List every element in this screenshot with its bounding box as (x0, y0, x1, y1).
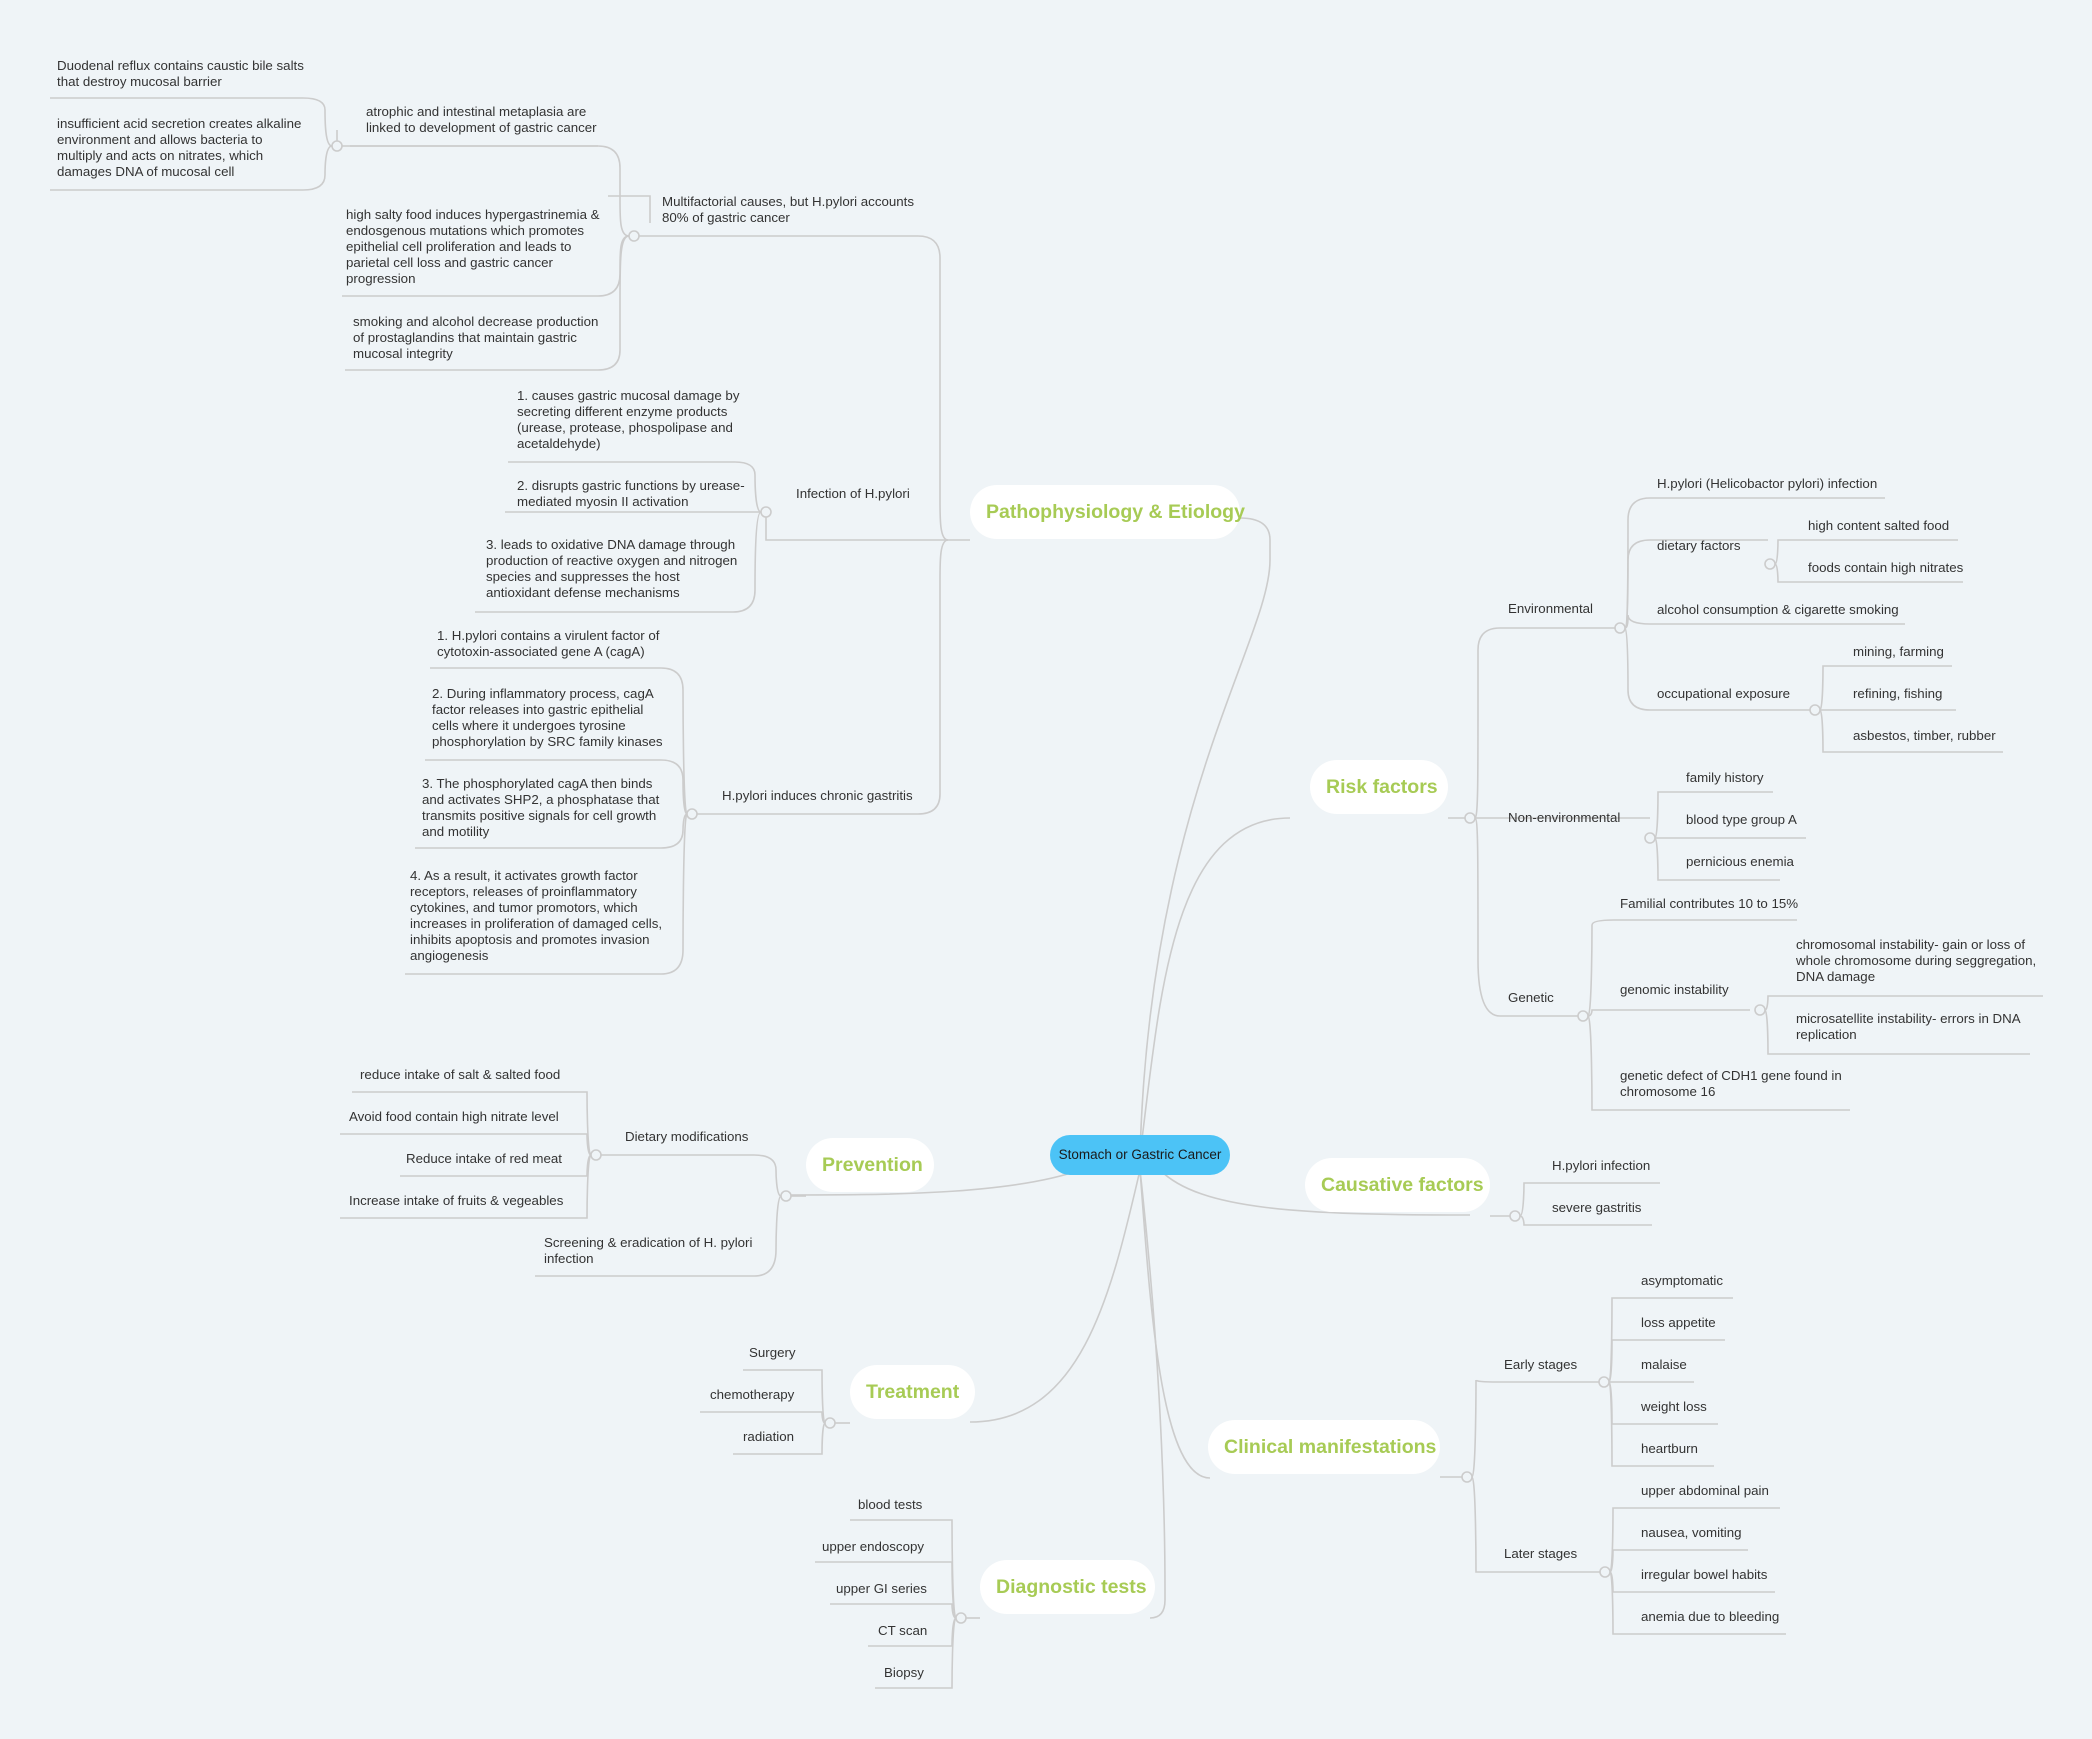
category-treatment[interactable]: Treatment (850, 1365, 975, 1419)
node-refining-fishing[interactable]: refining, fishing (1853, 686, 1943, 701)
node-multifactorial[interactable]: Multifactorial causes, but H.pylori acco… (662, 194, 915, 225)
node-infection-2[interactable]: 2. disrupts gastric functions by urease-… (517, 478, 745, 509)
category-prevention[interactable]: Prevention (806, 1138, 934, 1192)
node-nausea[interactable]: nausea, vomiting (1641, 1525, 1742, 1540)
category-clinical-manifestations[interactable]: Clinical manifestations (1208, 1420, 1440, 1474)
node-later-stages[interactable]: Later stages (1504, 1546, 1578, 1561)
node-family-history[interactable]: family history (1686, 770, 1764, 785)
node-increase-fruits[interactable]: Increase intake of fruits & vegeables (349, 1193, 564, 1208)
node-heartburn[interactable]: heartburn (1641, 1441, 1698, 1456)
node-atrophic-metaplasia[interactable]: atrophic and intestinal metaplasia are l… (366, 104, 597, 135)
node-severe-gastritis[interactable]: severe gastritis (1552, 1200, 1642, 1215)
node-screening[interactable]: Screening & eradication of H. pylori inf… (544, 1235, 753, 1266)
link-central-diagnostic (1139, 1169, 1166, 1619)
node-genetic[interactable]: Genetic (1508, 990, 1554, 1005)
node-chronic-2[interactable]: 2. During inflammatory process, cagA fac… (432, 686, 663, 749)
node-salted-food[interactable]: high content salted food (1808, 518, 1950, 533)
node-abdominal-pain[interactable]: upper abdominal pain (1641, 1483, 1769, 1498)
node-asymptomatic[interactable]: asymptomatic (1641, 1273, 1724, 1288)
node-ct-scan[interactable]: CT scan (878, 1623, 928, 1638)
node-smoking-alcohol[interactable]: smoking and alcohol decrease production … (353, 314, 599, 361)
node-high-salty-food[interactable]: high salty food induces hypergastrinemia… (346, 207, 600, 286)
node-chronic-4[interactable]: 4. As a result, it activates growth fact… (410, 868, 663, 963)
node-reduce-salt[interactable]: reduce intake of salt & salted food (360, 1067, 561, 1082)
node-infection-hpylori[interactable]: Infection of H.pylori (796, 486, 910, 501)
node-chemotherapy[interactable]: chemotherapy (710, 1387, 795, 1402)
node-genomic-instability[interactable]: genomic instability (1620, 982, 1729, 997)
node-surgery[interactable]: Surgery (749, 1345, 796, 1360)
node-familial[interactable]: Familial contributes 10 to 15% (1620, 896, 1799, 911)
node-environmental[interactable]: Environmental (1508, 601, 1593, 616)
node-mining-farming[interactable]: mining, farming (1853, 644, 1944, 659)
link-central-prevention (784, 1169, 1081, 1196)
node-infection-3[interactable]: 3. leads to oxidative DNA damage through… (486, 537, 738, 600)
node-early-stages[interactable]: Early stages (1504, 1357, 1578, 1372)
link-central-patho (1139, 517, 1271, 1156)
node-biopsy[interactable]: Biopsy (884, 1665, 924, 1680)
node-cdh1[interactable]: genetic defect of CDH1 gene found in chr… (1620, 1068, 1842, 1099)
node-non-environmental[interactable]: Non-environmental (1508, 810, 1621, 825)
node-pernicious[interactable]: pernicious enemia (1686, 854, 1794, 869)
link-central-clinical (1139, 1169, 1211, 1479)
node-upper-endoscopy[interactable]: upper endoscopy (822, 1539, 925, 1554)
node-reduce-red-meat[interactable]: Reduce intake of red meat (406, 1151, 562, 1166)
node-asbestos[interactable]: asbestos, timber, rubber (1853, 728, 1996, 743)
category-causative-factors[interactable]: Causative factors (1305, 1158, 1490, 1212)
node-avoid-nitrate[interactable]: Avoid food contain high nitrate level (349, 1109, 559, 1124)
category-diagnostic-tests[interactable]: Diagnostic tests (980, 1560, 1155, 1614)
node-malaise[interactable]: malaise (1641, 1357, 1687, 1372)
link-central-risk (1139, 817, 1291, 1156)
node-upper-gi[interactable]: upper GI series (836, 1581, 927, 1596)
category-risk-factors[interactable]: Risk factors (1310, 760, 1448, 814)
node-alcohol-smoking[interactable]: alcohol consumption & cigarette smoking (1657, 602, 1899, 617)
node-weight-loss[interactable]: weight loss (1641, 1399, 1707, 1414)
node-occupational[interactable]: occupational exposure (1657, 686, 1791, 701)
node-chronic-1[interactable]: 1. H.pylori contains a virulent factor o… (437, 628, 660, 659)
link-central-causative (1159, 1169, 1471, 1216)
node-risk-hpylori[interactable]: H.pylori (Helicobactor pylori) infection (1657, 476, 1878, 491)
node-infection-1[interactable]: 1. causes gastric mucosal damage by secr… (517, 388, 740, 451)
node-bowel-habits[interactable]: irregular bowel habits (1641, 1567, 1768, 1582)
node-dietary-modifications[interactable]: Dietary modifications (625, 1129, 749, 1144)
node-high-nitrates[interactable]: foods contain high nitrates (1808, 560, 1964, 575)
node-duodenal-reflux[interactable]: Duodenal reflux contains caustic bile sa… (57, 58, 304, 89)
node-blood-type[interactable]: blood type group A (1686, 812, 1797, 827)
node-radiation[interactable]: radiation (743, 1429, 795, 1444)
central-topic[interactable]: Stomach or Gastric Cancer (1050, 1135, 1230, 1175)
link-central-treatment (969, 1169, 1141, 1423)
node-dietary-factors[interactable]: dietary factors (1657, 538, 1741, 553)
node-loss-appetite[interactable]: loss appetite (1641, 1315, 1716, 1330)
node-causative-hpylori[interactable]: H.pylori infection (1552, 1158, 1651, 1173)
node-blood-tests[interactable]: blood tests (858, 1497, 923, 1512)
node-chronic-3[interactable]: 3. The phosphorylated cagA then binds an… (422, 776, 660, 839)
node-anemia[interactable]: anemia due to bleeding (1641, 1609, 1780, 1624)
node-chromosomal[interactable]: chromosomal instability- gain or loss of… (1796, 937, 2037, 984)
category-pathophysiology[interactable]: Pathophysiology & Etiology (970, 485, 1245, 539)
node-microsatellite[interactable]: microsatellite instability- errors in DN… (1796, 1011, 2020, 1042)
node-chronic-gastritis[interactable]: H.pylori induces chronic gastritis (722, 788, 913, 803)
node-insufficient-acid[interactable]: insufficient acid secretion creates alka… (57, 116, 302, 179)
